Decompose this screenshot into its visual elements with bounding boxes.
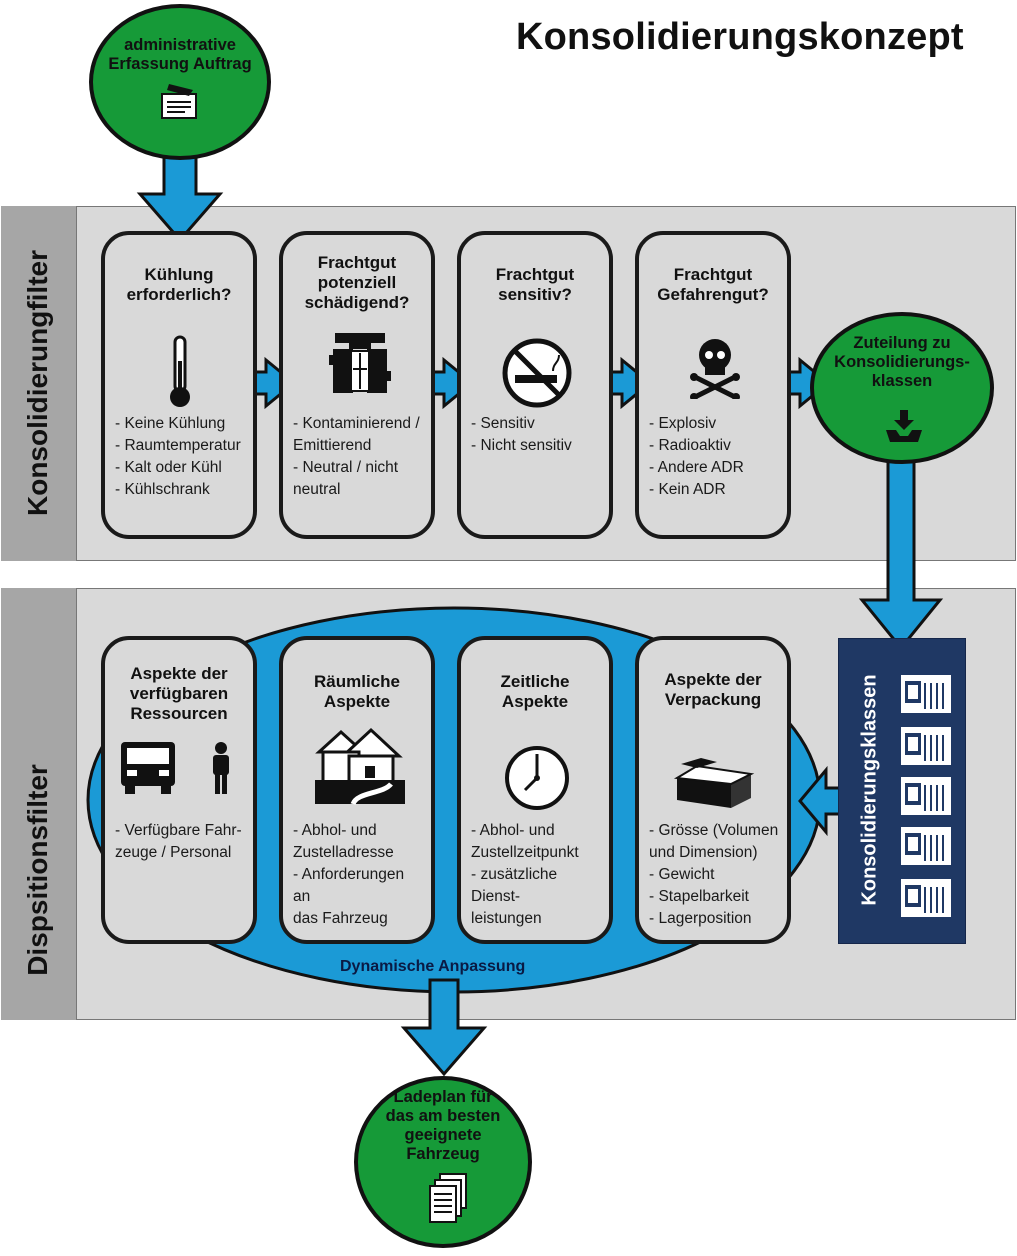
zuteilung-node: Zuteilung zu Konsolidierungs- klassen bbox=[810, 312, 994, 464]
card-zeitlich: Zeitliche Aspekte - Abhol- und Zustellze… bbox=[457, 636, 613, 944]
documents-stack-icon bbox=[429, 1173, 467, 1223]
list-item: - Andere ADR bbox=[649, 459, 744, 476]
card-title: Räumliche Aspekte bbox=[314, 672, 400, 711]
damaged-package-icon bbox=[329, 333, 391, 393]
card-title: Zeitliche Aspekte bbox=[500, 672, 570, 711]
end-node-text: Ladeplan für das am besten geeignete Fah… bbox=[385, 1088, 501, 1163]
card-list: - Verfügbare Fahr- zeuge / Personal bbox=[115, 820, 247, 864]
end-node: Ladeplan für das am besten geeignete Fah… bbox=[354, 1076, 532, 1248]
list-item: - Raumtemperatur bbox=[115, 437, 241, 454]
document-stamp-icon bbox=[161, 84, 197, 119]
card-kuehlung: Kühlung erforderlich? - Keine Kühlung - … bbox=[101, 231, 257, 539]
card-title: Kühlung erforderlich? bbox=[126, 265, 232, 304]
list-item: - Verfügbare Fahr- zeuge / Personal bbox=[115, 822, 242, 861]
card-title: Frachtgut potenziell schädigend? bbox=[304, 253, 410, 312]
konsolidierungsklassen-label: Konsolidierungsklassen bbox=[858, 674, 881, 906]
list-item: - Lagerposition bbox=[649, 910, 752, 927]
thermometer-icon bbox=[170, 335, 190, 407]
card-raeumlich: Räumliche Aspekte - Abhol- und Zustellad… bbox=[279, 636, 435, 944]
list-item: - Kühlschrank bbox=[115, 481, 210, 498]
open-box-icon bbox=[673, 758, 755, 808]
list-item: - Neutral / nicht neutral bbox=[293, 459, 399, 498]
dynamic-adjustment-label: Dynamische Anpassung bbox=[340, 958, 526, 975]
card-title: Frachtgut sensitiv? bbox=[495, 265, 575, 304]
list-item: - Gewicht bbox=[649, 866, 715, 883]
page-title: Konsolidierungskonzept bbox=[516, 16, 964, 58]
start-node-text: administrative Erfassung Auftrag bbox=[108, 36, 252, 73]
list-item: - Kalt oder Kühl bbox=[115, 459, 222, 476]
list-item: - Stapelbarkeit bbox=[649, 888, 749, 905]
card-title: Aspekte der verfügbaren Ressourcen bbox=[129, 664, 229, 723]
card-title: Aspekte der Verpackung bbox=[664, 670, 762, 709]
card-list: - Sensitiv - Nicht sensitiv bbox=[471, 413, 603, 457]
truck-person-icon bbox=[121, 742, 229, 794]
zuteilung-node-text: Zuteilung zu Konsolidierungs- klassen bbox=[834, 334, 970, 390]
card-ressourcen: Aspekte der verfügbaren Ressourcen - Ver… bbox=[101, 636, 257, 944]
card-verpackung: Aspekte der Verpackung - Grösse (Volumen… bbox=[635, 636, 791, 944]
class-document-icon bbox=[900, 674, 952, 714]
card-list: - Kontaminierend / Emittierend - Neutral… bbox=[293, 413, 425, 501]
list-item: - Abhol- und Zustellzeitpunkt bbox=[471, 822, 579, 861]
list-item: - Kontaminierend / Emittierend bbox=[293, 415, 420, 454]
card-schaedigend: Frachtgut potenziell schädigend? - Konta… bbox=[279, 231, 435, 539]
inbox-download-icon bbox=[886, 410, 922, 442]
class-document-icon bbox=[900, 776, 952, 816]
card-list: - Explosiv - Radioaktiv - Andere ADR - K… bbox=[649, 413, 781, 501]
list-item: - Keine Kühlung bbox=[115, 415, 226, 432]
arrow-ellipse-end bbox=[400, 978, 488, 1077]
list-item: - zusätzliche Dienst- leistungen bbox=[471, 866, 558, 927]
class-document-icon bbox=[900, 726, 952, 766]
list-item: - Explosiv bbox=[649, 415, 717, 432]
card-list: - Keine Kühlung - Raumtemperatur - Kalt … bbox=[115, 413, 247, 501]
clock-icon bbox=[505, 746, 569, 810]
card-gefahrengut: Frachtgut Gefahrengut? - Explosiv - Radi… bbox=[635, 231, 791, 539]
arrow-zuteilung-klassen bbox=[858, 448, 944, 651]
class-document-icon bbox=[900, 826, 952, 866]
list-item: - Abhol- und Zustelladresse bbox=[293, 822, 394, 861]
card-sensitiv: Frachtgut sensitiv? - Sensitiv - Nicht s… bbox=[457, 231, 613, 539]
start-node: administrative Erfassung Auftrag bbox=[89, 4, 271, 160]
disposition-band-tab bbox=[1, 588, 77, 1020]
no-smoking-icon bbox=[502, 338, 572, 408]
list-item: - Sensitiv bbox=[471, 415, 535, 432]
card-list: - Abhol- und Zustellzeitpunkt - zusätzli… bbox=[471, 820, 603, 930]
card-list: - Grösse (Volumen und Dimension) - Gewic… bbox=[649, 820, 781, 930]
card-list: - Abhol- und Zustelladresse - Anforderun… bbox=[293, 820, 425, 930]
list-item: - Anforderungen an das Fahrzeug bbox=[293, 866, 405, 927]
list-item: - Grösse (Volumen und Dimension) bbox=[649, 822, 779, 861]
konsolidierung-band-tab bbox=[1, 206, 77, 561]
list-item: - Radioaktiv bbox=[649, 437, 731, 454]
skull-crossbones-icon bbox=[690, 339, 740, 399]
class-document-icon bbox=[900, 878, 952, 918]
list-item: - Kein ADR bbox=[649, 481, 726, 498]
list-item: - Nicht sensitiv bbox=[471, 437, 572, 454]
houses-road-icon bbox=[315, 727, 405, 806]
card-title: Frachtgut Gefahrengut? bbox=[657, 265, 769, 304]
